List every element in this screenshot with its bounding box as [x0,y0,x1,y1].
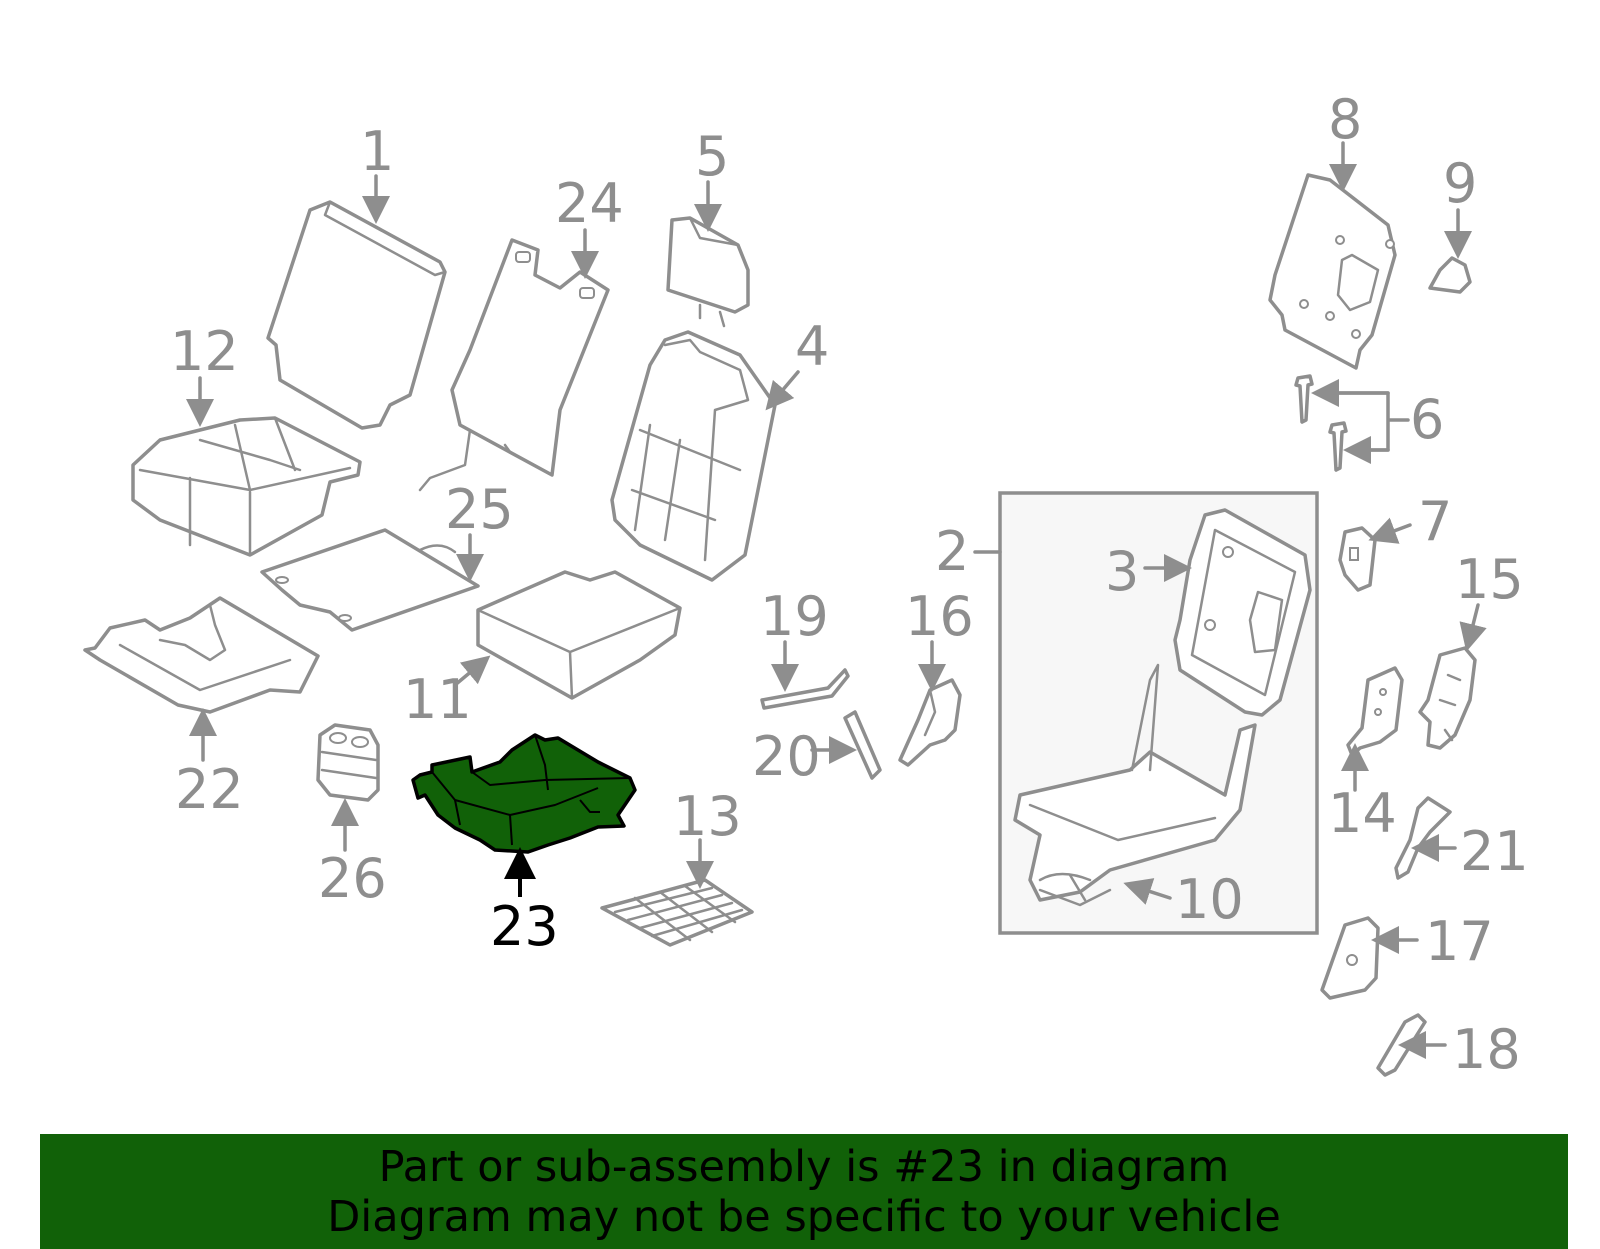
part-25-panel [260,528,480,632]
callout-24: 24 [555,172,624,235]
part-7-clip [1338,526,1377,592]
part-9-nut [1428,256,1472,294]
part-6-bolts [1294,374,1348,472]
part-20-bar [843,710,882,780]
part-2-assembly-inset [998,491,1319,935]
info-banner: Part or sub-assembly is #23 in diagram D… [40,1134,1568,1249]
part-19-rod [760,668,850,710]
part-5-headrest [666,216,750,328]
part-17-cover [1320,916,1380,1000]
part-24-back-panel [418,238,610,492]
callout-19: 19 [760,585,829,648]
part-15-hinge [1418,646,1477,750]
callout-leaders [186,141,1487,1059]
part-4-seat-back-cover [610,330,777,582]
callout-9: 9 [1443,152,1477,215]
part-10-seat-frame [1013,663,1257,907]
callout-26: 26 [318,847,387,910]
callout-1: 1 [360,120,394,183]
parts-diagram: 1 2 3 4 5 6 7 8 9 10 11 12 13 14 15 16 1… [83,88,1529,1081]
callout-12: 12 [170,320,239,383]
callout-6: 6 [1410,388,1444,451]
part-8-rear-panel [1268,173,1397,370]
callout-5: 5 [695,125,729,188]
callout-8: 8 [1328,88,1362,151]
part-21-latch [1394,796,1452,880]
banner-line-1: Part or sub-assembly is #23 in diagram [378,1142,1230,1192]
part-13-spring-mat [600,878,754,947]
callout-20: 20 [752,725,821,788]
callout-2: 2 [935,520,969,583]
callout-11: 11 [403,668,472,731]
callout-21: 21 [1460,820,1529,883]
part-1-seat-back [266,200,447,430]
part-23-seat-pan-highlighted [411,733,637,854]
part-26-switch [316,723,380,802]
callout-15: 15 [1455,548,1524,611]
part-14-hinge [1346,666,1404,757]
callout-18: 18 [1452,1018,1521,1081]
callout-7: 7 [1418,490,1452,553]
banner-line-2: Diagram may not be specific to your vehi… [327,1192,1281,1242]
callout-13: 13 [673,785,742,848]
callout-25: 25 [445,478,514,541]
callout-3: 3 [1105,540,1139,603]
part-22-base-frame [83,596,320,714]
callout-22: 22 [175,758,244,821]
callout-16: 16 [905,585,974,648]
part-11-cushion [476,570,682,700]
callout-17: 17 [1425,910,1494,973]
callout-23-highlighted: 23 [490,895,559,958]
callout-numbers: 1 2 3 4 5 6 7 8 9 10 11 12 13 14 15 16 1… [170,88,1529,1081]
part-16-bracket [898,678,962,767]
callout-4: 4 [795,315,829,378]
callout-14: 14 [1328,782,1397,845]
part-3-back-plate [1173,508,1312,717]
part-12-seat-cushion [131,416,362,557]
callout-10: 10 [1175,868,1244,931]
